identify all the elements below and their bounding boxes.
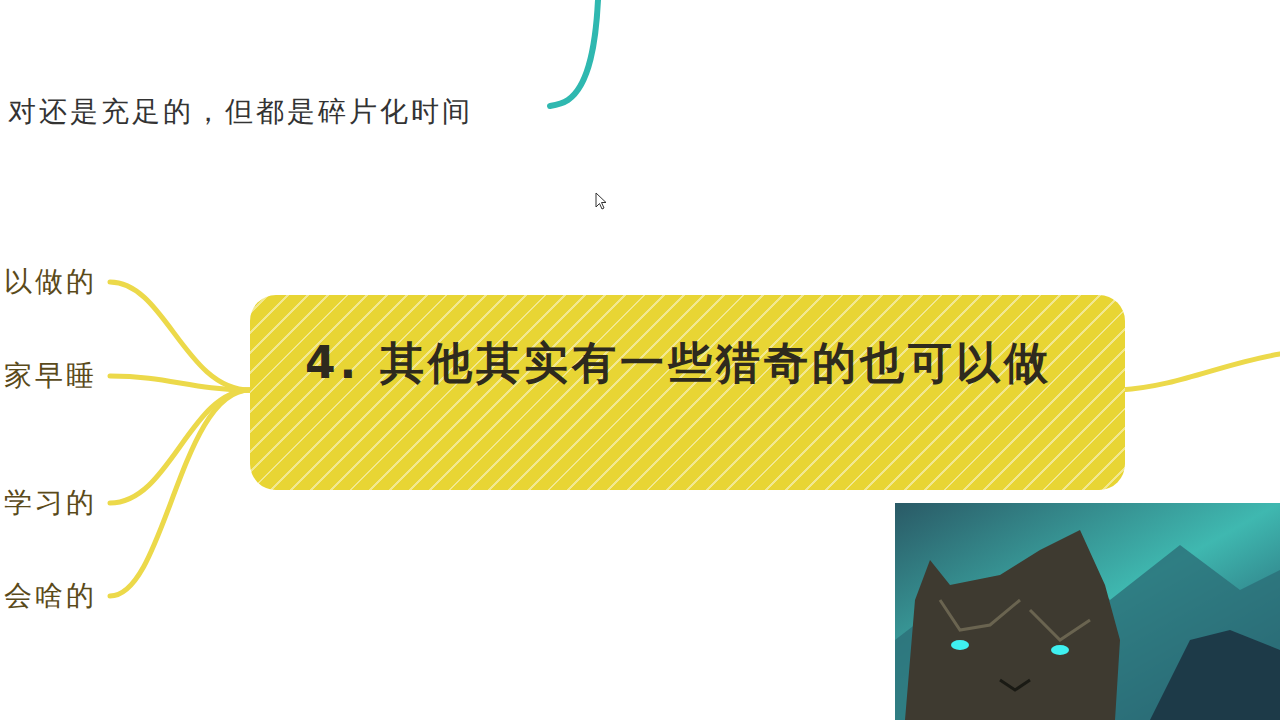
- branch-line: [110, 376, 250, 390]
- topic-box: 4. 其他其实有一些猎奇的也可以做: [250, 295, 1125, 490]
- branch-line: [110, 390, 250, 596]
- branch-line: [550, 0, 598, 106]
- branch-note: 对还是充足的，但都是碎片化时间: [8, 94, 473, 130]
- subtopic-text: 会啥的: [4, 578, 97, 614]
- topic-title: 4. 其他其实有一些猎奇的也可以做: [305, 333, 1085, 393]
- branch-line: [1120, 354, 1280, 390]
- webcam-picture: [895, 503, 1280, 720]
- branch-line: [110, 390, 250, 503]
- subtopic-text: 以做的: [4, 264, 97, 300]
- subtopic-text: 学习的: [4, 485, 97, 521]
- subtopic-text: 家早睡: [4, 358, 97, 394]
- branch-line: [110, 282, 250, 390]
- mouse-cursor: [596, 193, 606, 209]
